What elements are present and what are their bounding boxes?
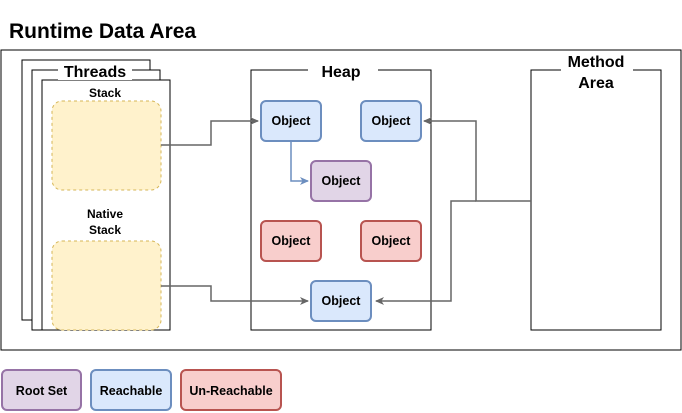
heap-object-label: Object [322, 174, 362, 188]
threads-label: Threads [64, 64, 126, 81]
method-area-to-object-arrow-top [423, 117, 531, 202]
heap-object-label: Object [272, 234, 312, 248]
heap-object-label: Object [372, 114, 412, 128]
heap-object-label: Object [372, 234, 412, 248]
heap-object: Object [310, 160, 372, 202]
threads-label-bg [58, 62, 132, 80]
stack-label: Stack [89, 86, 121, 100]
stack-box [51, 100, 162, 191]
method-area-label-line2: Area [578, 75, 614, 92]
legend-label: Reachable [100, 384, 163, 398]
heap-object-label: Object [322, 294, 362, 308]
heap-object: Object [310, 280, 372, 322]
heap-object-box [310, 280, 372, 322]
legend-label: Un-Reachable [189, 384, 272, 398]
native-stack-label-line1: Native [87, 207, 123, 221]
method-area-container [530, 69, 662, 331]
stack-to-object-arrow [161, 117, 259, 146]
heap-object: Object [260, 220, 322, 262]
method-area-label-line1: Method [568, 54, 625, 71]
heap-label: Heap [321, 64, 360, 81]
legend-swatch [180, 369, 282, 411]
heap-object-label: Object [272, 114, 312, 128]
heap-object-box [260, 220, 322, 262]
object-to-root-object-arrow [290, 141, 309, 185]
heap-label-bg [308, 62, 378, 80]
heap-object-box [310, 160, 372, 202]
heap-object: Object [360, 220, 422, 262]
native-stack-label-line2: Stack [89, 223, 121, 237]
method-area-to-object-arrow-bottom [375, 200, 476, 305]
legend-swatch [90, 369, 172, 411]
heap-object: Object [360, 100, 422, 142]
diagram-title: Runtime Data Area [9, 20, 196, 43]
legend-item-unreachable: Un-Reachable [180, 369, 282, 411]
heap-object-box [360, 220, 422, 262]
legend-swatch [1, 369, 82, 411]
legend-item-root-set: Root Set [1, 369, 82, 411]
heap-object-box [360, 100, 422, 142]
heap-object-box [260, 100, 322, 142]
legend-item-reachable: Reachable [90, 369, 172, 411]
native-stack-box [51, 240, 162, 331]
method-area-label-bg [561, 54, 633, 94]
heap-object: Object [260, 100, 322, 142]
native-stack-to-object-arrow [161, 285, 309, 305]
legend-label: Root Set [16, 384, 68, 398]
